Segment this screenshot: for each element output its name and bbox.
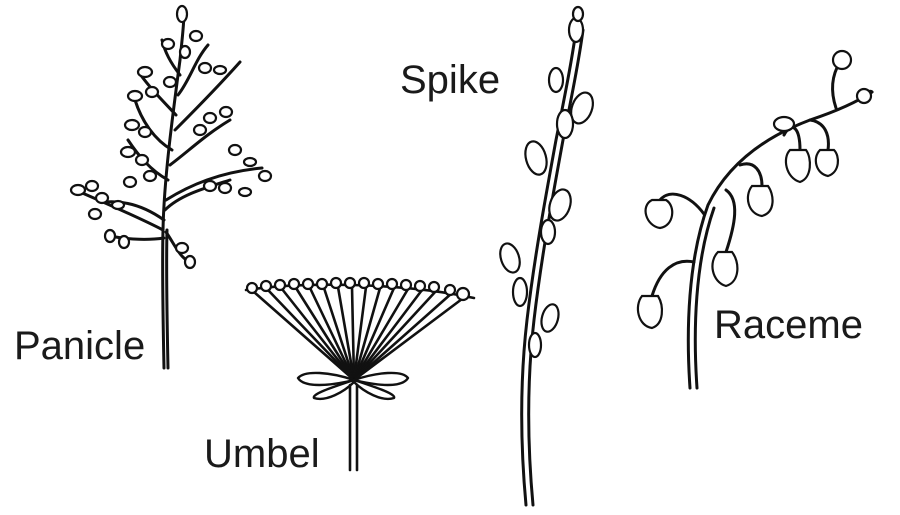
spike-label: Spike [400,60,500,100]
panicle-label: Panicle [14,326,145,366]
panicle-drawing [71,6,271,368]
raceme-label: Raceme [714,305,863,345]
umbel-label: Umbel [204,434,320,474]
spike-drawing [497,7,597,505]
